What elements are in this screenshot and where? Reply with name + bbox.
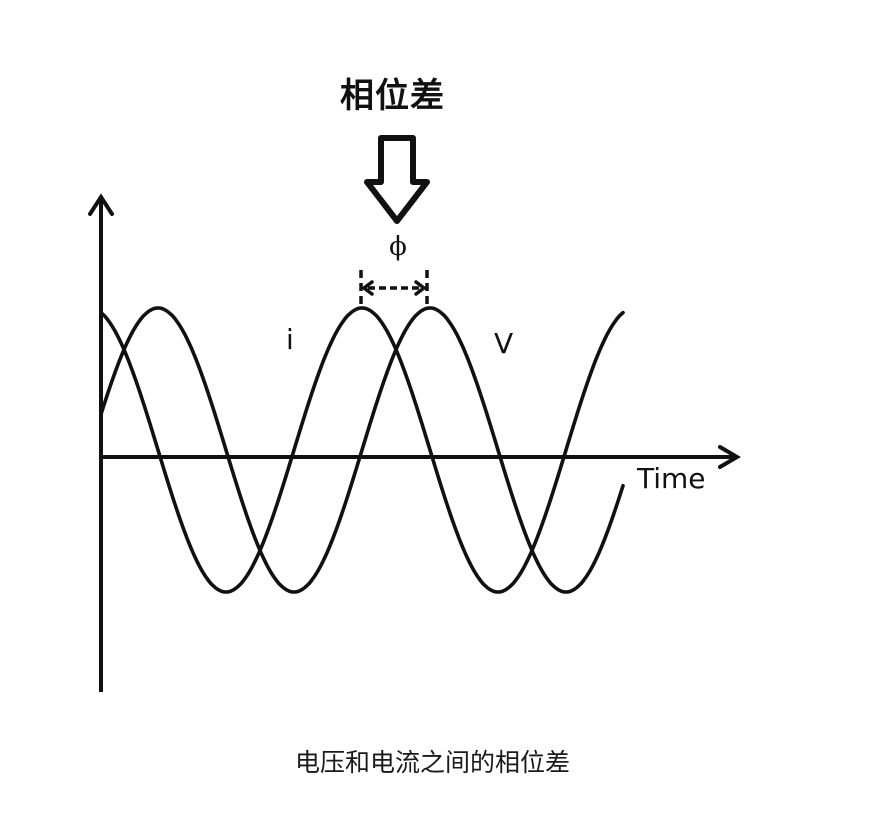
- x-axis: [101, 445, 741, 469]
- current-wave-i: [99, 306, 625, 594]
- figure-caption-text: 电压和电流之间的相位差: [294, 748, 570, 777]
- phase-difference-marker: [359, 270, 429, 306]
- voltage-wave-v: [99, 306, 625, 594]
- figure-caption: 电压和电流之间的相位差: [0, 746, 869, 780]
- x-axis-label: Time: [637, 462, 706, 495]
- voltage-label: V: [494, 327, 514, 360]
- current-label: i: [286, 323, 294, 356]
- diagram-title: 相位差: [340, 76, 445, 116]
- phase-symbol-label: ϕ: [389, 232, 407, 262]
- y-axis-arrowhead-icon: [88, 193, 114, 216]
- phase-marker-left-arrow-icon: [362, 280, 374, 296]
- y-axis: [88, 193, 114, 692]
- phase-marker-right-arrow-icon: [414, 280, 426, 296]
- hollow-down-arrow-icon: [364, 135, 430, 224]
- x-axis-arrowhead-icon: [718, 445, 741, 469]
